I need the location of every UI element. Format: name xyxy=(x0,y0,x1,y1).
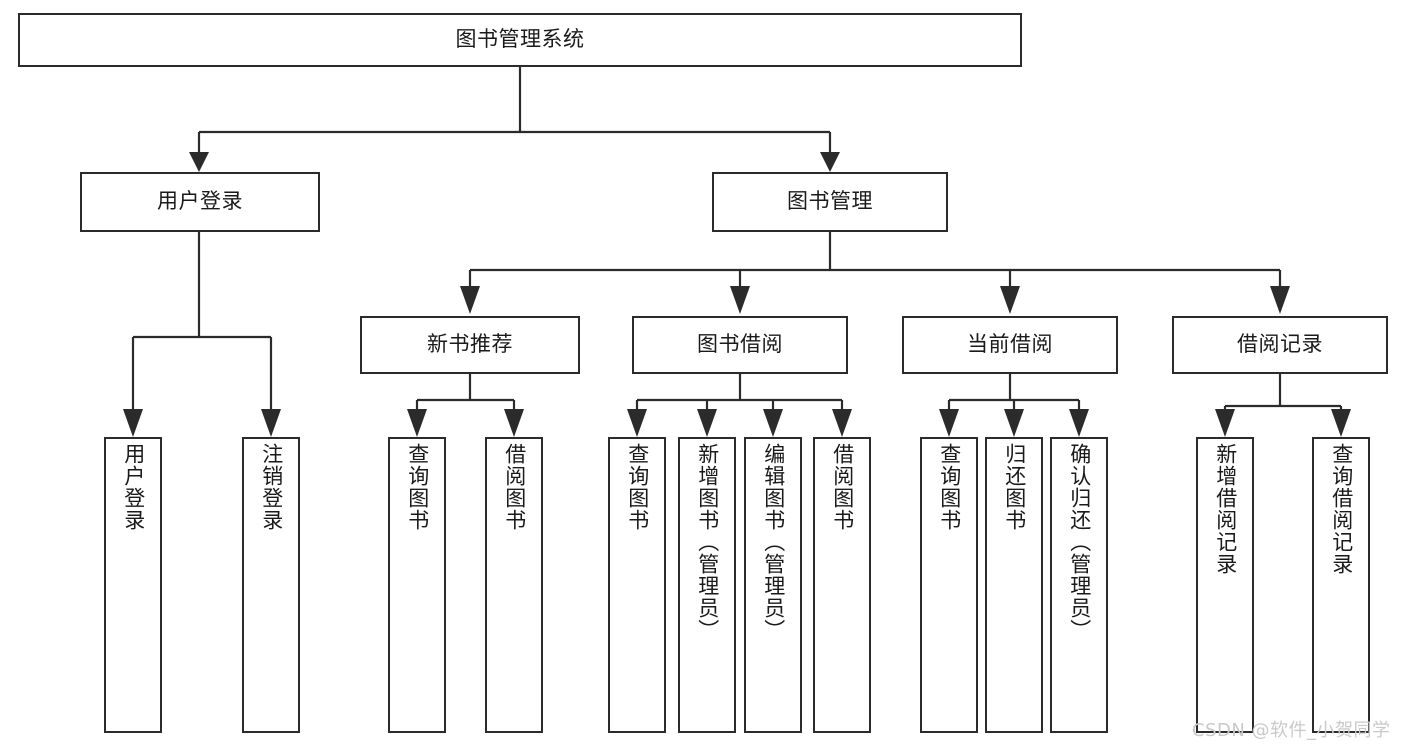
node-label: 确认归还（管理员） xyxy=(1067,443,1092,641)
node-label: 查询图书 xyxy=(937,443,962,531)
node-label: 用户登录 xyxy=(157,189,243,214)
node-borrow-record[interactable]: 借阅记录 xyxy=(1172,316,1388,374)
node-user-login[interactable]: 用户登录 xyxy=(80,172,320,232)
leaf-newbook-borrow-book[interactable]: 借阅图书 xyxy=(485,437,543,733)
node-label: 编辑图书（管理员） xyxy=(761,443,786,641)
node-label: 新增图书（管理员） xyxy=(695,443,720,641)
node-label: 新书推荐 xyxy=(427,332,513,357)
leaf-borrow-borrow-book[interactable]: 借阅图书 xyxy=(813,437,871,733)
node-new-book-recommend[interactable]: 新书推荐 xyxy=(360,316,580,374)
leaf-user-login-login[interactable]: 用户登录 xyxy=(104,437,162,733)
node-label: 借阅记录 xyxy=(1237,332,1323,357)
node-book-management[interactable]: 图书管理 xyxy=(712,172,948,232)
node-label: 注销登录 xyxy=(259,443,284,531)
leaf-record-query-record[interactable]: 查询借阅记录 xyxy=(1312,437,1370,733)
leaf-current-return-book[interactable]: 归还图书 xyxy=(985,437,1043,733)
node-root-system[interactable]: 图书管理系统 xyxy=(18,13,1022,67)
node-label: 借阅图书 xyxy=(502,443,527,531)
node-label: 查询图书 xyxy=(625,443,650,531)
node-label: 归还图书 xyxy=(1002,443,1027,531)
leaf-record-add-record[interactable]: 新增借阅记录 xyxy=(1196,437,1254,733)
leaf-newbook-query-book[interactable]: 查询图书 xyxy=(388,437,446,733)
node-label: 新增借阅记录 xyxy=(1213,443,1238,575)
node-label: 查询借阅记录 xyxy=(1329,443,1354,575)
node-label: 图书管理系统 xyxy=(455,27,585,52)
node-label: 图书管理 xyxy=(787,189,873,214)
leaf-current-confirm-return-admin[interactable]: 确认归还（管理员） xyxy=(1050,437,1108,733)
node-label: 查询图书 xyxy=(405,443,430,531)
node-label: 图书借阅 xyxy=(697,332,783,357)
leaf-borrow-query-book[interactable]: 查询图书 xyxy=(608,437,666,733)
node-label: 借阅图书 xyxy=(830,443,855,531)
leaf-user-login-logout[interactable]: 注销登录 xyxy=(242,437,300,733)
leaf-borrow-edit-book-admin[interactable]: 编辑图书（管理员） xyxy=(744,437,802,733)
leaf-current-query-book[interactable]: 查询图书 xyxy=(920,437,978,733)
leaf-borrow-add-book-admin[interactable]: 新增图书（管理员） xyxy=(678,437,736,733)
node-label: 当前借阅 xyxy=(967,332,1053,357)
node-book-borrow[interactable]: 图书借阅 xyxy=(632,316,848,374)
node-current-borrow[interactable]: 当前借阅 xyxy=(902,316,1118,374)
node-label: 用户登录 xyxy=(121,443,146,531)
